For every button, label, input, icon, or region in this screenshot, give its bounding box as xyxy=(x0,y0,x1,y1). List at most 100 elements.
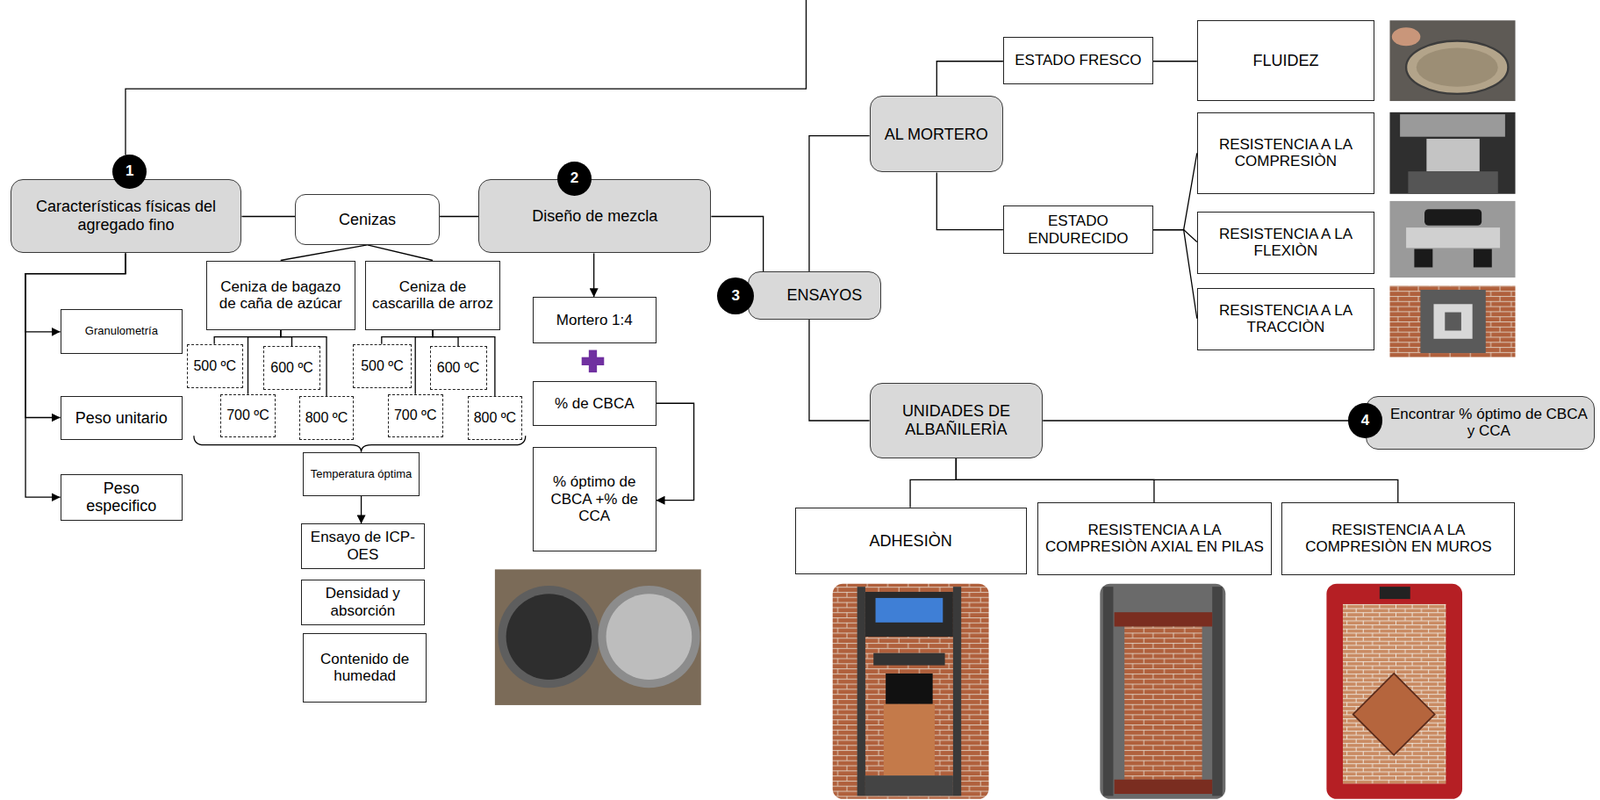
group-box: Cenizas xyxy=(294,193,440,245)
node-text: RESISTENCIA A LA COMPRESIÒN AXIAL EN PIL… xyxy=(1043,521,1265,556)
grip-frame xyxy=(1420,289,1486,353)
temperature-box: 600 ºC xyxy=(263,345,321,390)
brick-specimen xyxy=(883,703,935,775)
goal-box: Encontrar % óptimo de CBCA y CCA xyxy=(1365,395,1596,450)
node-text: 500 ºC xyxy=(360,358,404,374)
result-box: Temperatura óptima xyxy=(302,452,420,496)
connector xyxy=(936,172,1004,230)
machine-column xyxy=(1103,586,1114,796)
display xyxy=(1379,586,1411,599)
mortar-prism xyxy=(1406,227,1500,248)
photo-ground xyxy=(495,568,702,705)
node-text: ESTADO FRESCO xyxy=(1014,51,1141,70)
temperature-box: 600 ºC xyxy=(430,345,488,390)
photo-ground xyxy=(1389,112,1515,194)
node-text: Ceniza de bagazo de caña de azúcar xyxy=(212,278,350,313)
press-base xyxy=(1407,171,1498,194)
test-box: RESISTENCIA A LA FLEXIÒN xyxy=(1197,211,1375,274)
mix-box: % de CBCA xyxy=(532,380,657,426)
connector xyxy=(280,244,368,261)
photo-pile-test xyxy=(1099,583,1226,799)
connector xyxy=(1153,229,1198,243)
photo-ground xyxy=(1389,200,1515,278)
state-box: ESTADO ENDURECIDO xyxy=(1003,205,1154,255)
briquette-neck xyxy=(1444,312,1462,331)
photo-ground xyxy=(832,583,990,799)
photo-wall-test xyxy=(1326,583,1463,799)
test-box: Granulometría xyxy=(60,308,184,354)
node-text: Contenido de humedad xyxy=(308,650,421,685)
photo-ground xyxy=(1099,583,1226,799)
section-box: Características físicas del agregado fin… xyxy=(10,179,243,254)
connector xyxy=(439,215,479,217)
test-box: RESISTENCIA A LA COMPRESIÒN AXIAL EN PIL… xyxy=(1037,502,1271,575)
test-box: Densidad y absorción xyxy=(301,579,425,625)
photo-adhesion-test xyxy=(832,583,990,799)
hand xyxy=(1391,27,1421,46)
temperature-box: 700 ºC xyxy=(387,394,444,438)
plus-bar xyxy=(588,350,597,374)
machine-column xyxy=(1212,586,1223,796)
node-text: Densidad y absorción xyxy=(307,584,419,619)
node-text: RESISTENCIA A LA FLEXIÒN xyxy=(1203,225,1369,260)
test-box: RESISTENCIA A LA COMPRESIÒN xyxy=(1197,112,1375,194)
connector xyxy=(809,136,870,273)
mix-box: Mortero 1:4 xyxy=(532,296,657,343)
category-box: AL MORTERO xyxy=(869,95,1004,173)
temperature-box: 500 ºC xyxy=(186,344,244,388)
photo-compression-test xyxy=(1389,112,1515,194)
press-plate xyxy=(1399,114,1506,137)
photo-ash-samples xyxy=(495,568,702,705)
node-text: 600 ºC xyxy=(270,359,314,376)
support xyxy=(1413,249,1433,268)
test-box: Contenido de humedad xyxy=(302,632,427,703)
material-box: Ceniza de bagazo de caña de azúcar xyxy=(206,260,356,331)
node-text: RESISTENCIA A LA COMPRESIÒN EN MUROS xyxy=(1287,521,1509,556)
light-ash xyxy=(606,593,693,680)
node-text: Características físicas del agregado fin… xyxy=(16,197,237,234)
wall-specimen xyxy=(1353,673,1435,755)
mix-box: % óptimo de CBCA +% de CCA xyxy=(532,446,657,552)
dark-ash xyxy=(506,593,593,680)
leader-line xyxy=(125,0,806,156)
brick-wall xyxy=(1342,603,1446,784)
photo-ground xyxy=(1326,583,1463,799)
node-text: % de CBCA xyxy=(554,394,635,413)
category-box: UNIDADES DE ALBAÑILERÌA xyxy=(869,382,1044,459)
node-text: Granulometría xyxy=(85,324,158,338)
display xyxy=(875,597,944,623)
connector xyxy=(1042,419,1365,421)
connector xyxy=(241,215,295,217)
connector xyxy=(809,319,870,421)
test-box: RESISTENCIA A LA COMPRESIÒN EN MUROS xyxy=(1281,502,1515,575)
photo-ground xyxy=(1389,20,1515,101)
node-text: RESISTENCIA A LA COMPRESIÒN xyxy=(1203,136,1369,171)
press-plate xyxy=(1114,779,1213,794)
node-text: 800 ºC xyxy=(473,409,517,426)
test-box: FLUIDEZ xyxy=(1197,20,1375,101)
test-box: Peso unitario xyxy=(60,395,184,440)
photo-tension-test xyxy=(1389,285,1515,357)
callout-number: 3 xyxy=(717,277,754,315)
connector xyxy=(1153,60,1198,62)
temperature-box: 800 ºC xyxy=(467,395,524,440)
support xyxy=(1473,249,1493,268)
connector xyxy=(1153,152,1198,230)
photo-ground xyxy=(1389,285,1515,357)
section-box: Diseño de mezcla xyxy=(478,179,711,254)
node-text: RESISTENCIA A LA TRACCIÒN xyxy=(1203,301,1369,337)
test-box: Ensayo de ICP- OES xyxy=(301,523,425,568)
machine-column xyxy=(953,586,962,796)
connector xyxy=(1153,229,1198,319)
node-text: Mortero 1:4 xyxy=(556,311,633,330)
photo-flexure-test xyxy=(1389,200,1515,278)
connector xyxy=(280,330,293,347)
node-text: ENSAYOS xyxy=(786,286,862,305)
load-head xyxy=(1424,208,1482,226)
temperature-box: 700 ºC xyxy=(220,394,276,438)
test-box: RESISTENCIA A LA TRACCIÒN xyxy=(1197,287,1375,351)
connector xyxy=(656,402,695,500)
connector xyxy=(367,244,433,261)
node-text: 600 ºC xyxy=(437,359,481,376)
flow-table xyxy=(1406,40,1508,94)
